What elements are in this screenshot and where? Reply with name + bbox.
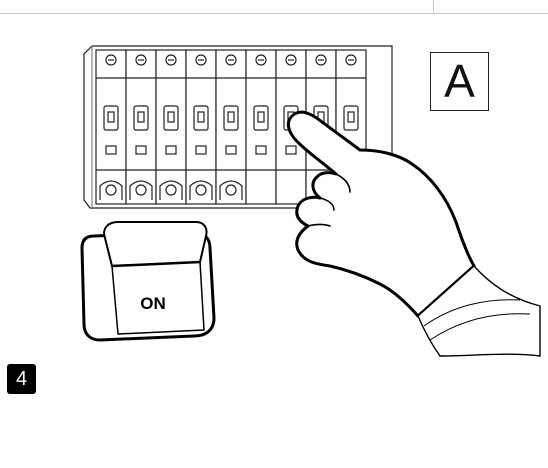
switch-on-label: ON xyxy=(140,294,166,313)
step-number-badge: 4 xyxy=(7,364,36,394)
toggle-switch-icon xyxy=(82,222,214,340)
panel-letter-label: A xyxy=(430,52,489,111)
breaker-module xyxy=(246,50,276,204)
